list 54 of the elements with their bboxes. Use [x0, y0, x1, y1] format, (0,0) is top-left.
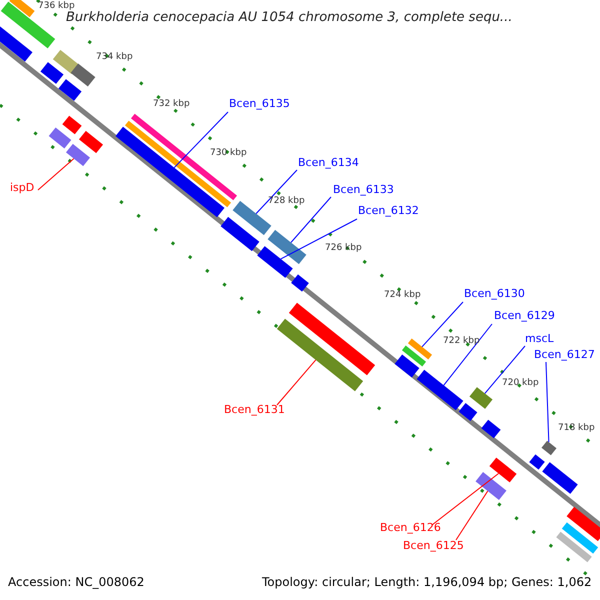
- leader-line: [546, 362, 550, 443]
- leader-line: [456, 490, 488, 540]
- leader-line: [280, 218, 358, 260]
- leader-line: [443, 324, 492, 386]
- gene-bar: [529, 454, 545, 470]
- gene-bar: [402, 346, 426, 366]
- gene-bar: [458, 403, 478, 421]
- footer-text: Accession: NC_008062: [8, 575, 144, 589]
- leader-line: [484, 346, 526, 394]
- gene-bar: [58, 79, 82, 101]
- gene-bar: [562, 522, 598, 554]
- gene-bar: [66, 144, 90, 166]
- title: Burkholderia cenocepacia AU 1054 chromosome 3, complete sequ...: [66, 10, 512, 25]
- gene-label: Bcen_6126: [380, 521, 441, 534]
- leader-line: [422, 302, 464, 348]
- gene-bar: [40, 62, 64, 84]
- tick-label: 734 kbp: [96, 52, 133, 62]
- gene-bar: [489, 458, 517, 482]
- leader-line: [256, 170, 298, 214]
- tick-label: 732 kbp: [153, 99, 190, 109]
- tick-label: 724 kbp: [384, 290, 421, 300]
- gene-label: Bcen_6134: [298, 156, 359, 169]
- tick-label: 718 kbp: [558, 423, 595, 433]
- gene-bar: [566, 506, 600, 542]
- gene-label: mscL: [525, 332, 554, 345]
- gene-label: ispD: [10, 181, 34, 194]
- tick-label: 736 kbp: [38, 1, 75, 11]
- tick-label: 720 kbp: [502, 378, 539, 388]
- leader-line: [174, 112, 228, 168]
- gene-label: Bcen_6133: [333, 183, 394, 196]
- gene-label: Bcen_6135: [229, 97, 290, 110]
- gene-label: Bcen_6132: [358, 204, 419, 217]
- footer-text: Topology: circular; Length: 1,196,094 bp; Genes: 1,062: [262, 575, 592, 589]
- gene-bar: [408, 338, 432, 360]
- leader-line: [432, 472, 500, 526]
- gene-label: Bcen_6129: [494, 309, 555, 322]
- gene-label: Bcen_6127: [534, 348, 595, 361]
- tick-label: 722 kbp: [443, 336, 480, 346]
- leader-line: [290, 196, 332, 243]
- gene-bar: [78, 130, 104, 154]
- gene-bar: [9, 0, 35, 18]
- tick-label: 726 kbp: [325, 243, 362, 253]
- tick-label: 730 kbp: [210, 148, 247, 158]
- gene-label: Bcen_6125: [403, 539, 464, 552]
- gene-bar: [394, 354, 420, 378]
- gene-bar: [291, 274, 309, 292]
- leader-line: [276, 359, 316, 406]
- gene-bar: [48, 127, 72, 149]
- gene-label: Bcen_6130: [464, 287, 525, 300]
- gene-label: Bcen_6131: [224, 403, 285, 416]
- gene-bar: [62, 116, 82, 134]
- gene-bar: [469, 387, 493, 409]
- leader-line: [38, 158, 74, 190]
- tick-label: 728 kbp: [268, 196, 305, 206]
